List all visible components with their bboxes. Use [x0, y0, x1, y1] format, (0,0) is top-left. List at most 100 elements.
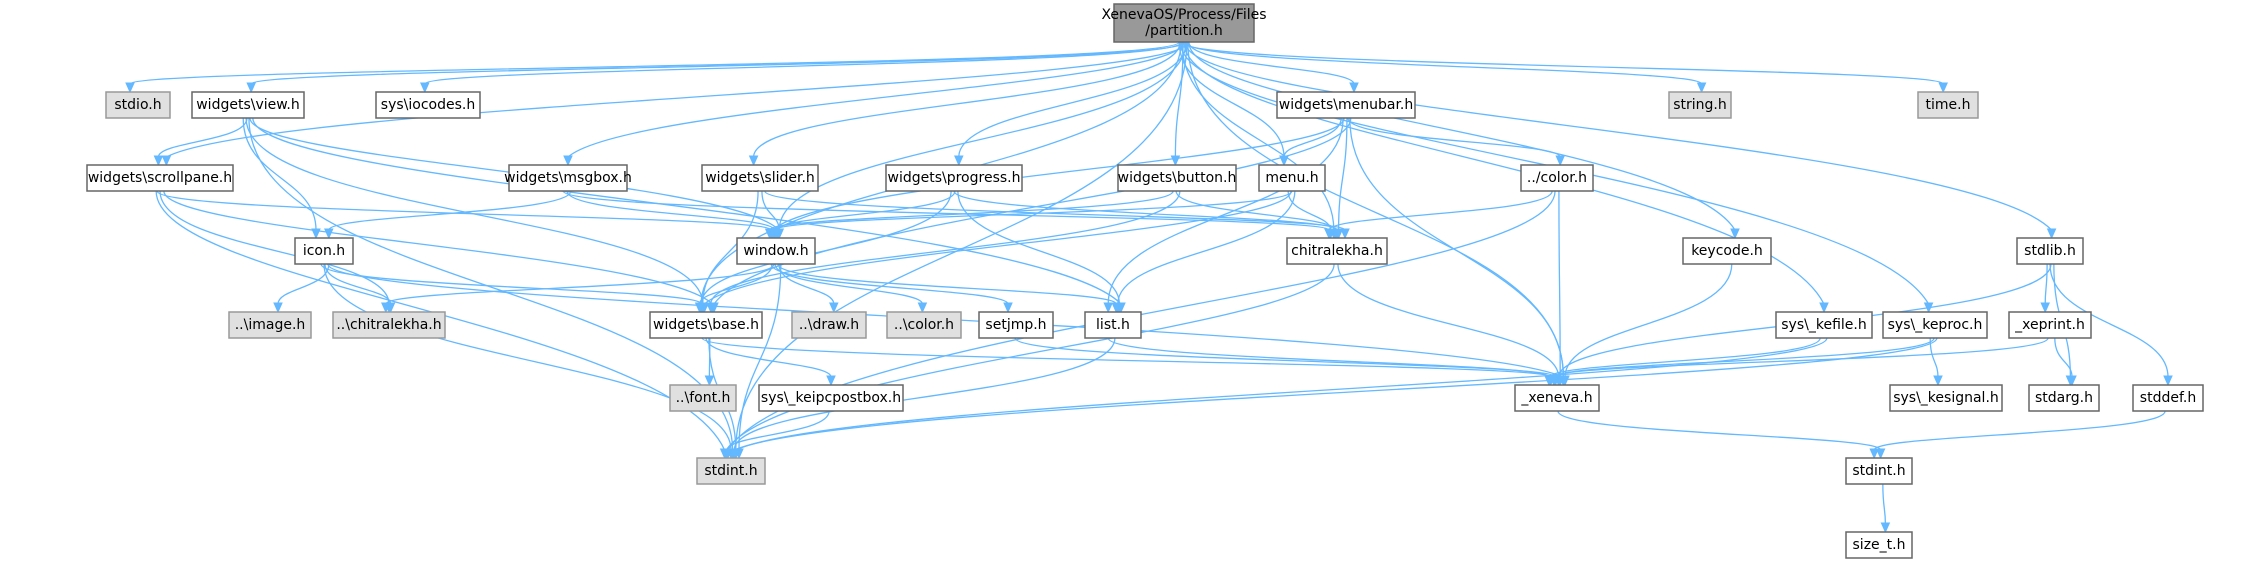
node-iocodes[interactable]: sys\iocodes.h	[375, 91, 481, 119]
node-label: ../color.h	[1527, 170, 1587, 186]
node-progress[interactable]: widgets\progress.h	[885, 164, 1023, 192]
edge-icon-to-base	[320, 263, 706, 314]
node-menubar[interactable]: widgets\menubar.h	[1276, 91, 1416, 119]
node-slider[interactable]: widgets\slider.h	[701, 164, 819, 192]
arrowhead-icon	[1933, 375, 1943, 387]
node-scrollpane[interactable]: widgets\scrollpane.h	[86, 164, 234, 192]
edge-xeprint-to-xeneva	[1549, 337, 2049, 387]
node-box	[669, 384, 737, 412]
node-label: sys\_keproc.h	[1888, 317, 1983, 333]
node-label: chitralekha.h	[1291, 243, 1383, 259]
node-keproc[interactable]: sys\_keproc.h	[1882, 311, 1988, 339]
edge-line	[752, 41, 1181, 158]
node-label: setjmp.h	[985, 317, 1046, 333]
node-chitralekha[interactable]: chitralekha.h	[1286, 237, 1388, 265]
edge-keproc-to-stdint_ext	[729, 337, 1938, 460]
edge-line	[159, 190, 390, 305]
edge-line	[163, 190, 713, 305]
arrowhead-icon	[1103, 302, 1113, 314]
arrowhead-icon	[1279, 155, 1289, 167]
node-box	[294, 237, 354, 265]
node-box	[736, 237, 816, 265]
node-keipcpostbox[interactable]: sys\_keipcpostbox.h	[758, 384, 904, 412]
edge-line	[777, 263, 1117, 305]
node-menu[interactable]: menu.h	[1258, 164, 1326, 192]
edge-setjmp-to-xeneva	[1014, 337, 1561, 387]
node-icon[interactable]: icon.h	[294, 237, 354, 265]
node-button[interactable]: widgets\button.h	[1117, 164, 1237, 192]
edge-line	[770, 263, 1009, 305]
node-color2[interactable]: ../color.h	[1520, 164, 1594, 192]
edge-line	[156, 190, 772, 231]
node-stddef[interactable]: stddef.h	[2132, 384, 2204, 412]
node-keycode[interactable]: keycode.h	[1682, 237, 1772, 265]
arrowhead-icon	[2040, 302, 2050, 314]
arrowhead-icon	[1938, 82, 1948, 94]
node-setjmp[interactable]: setjmp.h	[978, 311, 1054, 339]
edge-root-to-window	[774, 41, 1187, 240]
edge-line	[323, 263, 732, 451]
edge-line	[705, 337, 832, 378]
edge-root-to-scrollpane	[161, 41, 1189, 167]
edge-line	[1873, 410, 2166, 451]
node-label: stddef.h	[2140, 390, 2196, 406]
node-box	[886, 311, 962, 339]
node-stdlib[interactable]: stdlib.h	[2016, 237, 2084, 265]
edge-stdint-to-size_t	[1880, 483, 1891, 534]
node-box	[1117, 164, 1237, 192]
edge-base-to-font	[704, 337, 715, 387]
node-box	[1084, 311, 1142, 339]
edge-line	[1328, 190, 1553, 231]
node-msgbox[interactable]: widgets\msgbox.h	[504, 164, 632, 192]
node-xeneva[interactable]: _xeneva.h	[1514, 384, 1600, 412]
edge-line	[1107, 117, 1344, 305]
edge-xeneva-to-stdint	[1557, 410, 1886, 460]
node-size-t[interactable]: size_t.h	[1845, 531, 1913, 559]
edge-line	[157, 117, 248, 158]
node-list[interactable]: list.h	[1084, 311, 1142, 339]
node-label: widgets\slider.h	[705, 170, 815, 186]
edge-line	[1287, 190, 1332, 231]
arrowhead-icon	[1170, 155, 1181, 167]
node-xeprint[interactable]: _xeprint.h	[2008, 311, 2092, 339]
arrowhead-icon	[273, 302, 283, 314]
edge-line	[250, 41, 1187, 85]
edge-line	[324, 263, 392, 305]
node-base[interactable]: widgets\base.h	[649, 311, 763, 339]
edge-line	[1549, 337, 1821, 378]
node-kesignal[interactable]: sys\_kesignal.h	[1889, 384, 2003, 412]
edge-root-to-stdio	[125, 41, 1180, 94]
node-label: widgets\scrollpane.h	[88, 170, 232, 186]
arrowhead-icon	[1560, 375, 1570, 387]
edge-window-to-draw	[778, 263, 839, 314]
node-stdarg[interactable]: stdarg.h	[2028, 384, 2100, 412]
arrowhead-icon	[1555, 155, 1565, 167]
edge-keproc-to-xeneva	[1550, 337, 1935, 387]
edge-icon-to-image	[273, 263, 330, 314]
node-box	[978, 311, 1054, 339]
node-stdint[interactable]: stdint.h	[1845, 457, 1913, 485]
edge-line	[1337, 117, 1348, 231]
arrowhead-icon	[748, 155, 759, 167]
edge-root-to-keycode	[1188, 41, 1740, 240]
edge-line	[1347, 117, 1561, 158]
arrowhead-icon	[2067, 375, 2077, 387]
arrowhead-icon	[2046, 228, 2057, 240]
arrowhead-icon	[153, 155, 164, 167]
node-box	[2016, 237, 2084, 265]
node-label: list.h	[1096, 317, 1130, 333]
node-box	[105, 91, 171, 119]
node-stdint-ext: stdint.h	[696, 457, 766, 485]
edge-root-to-iocodes	[420, 41, 1183, 94]
node-view[interactable]: widgets\view.h	[191, 91, 305, 119]
node-window[interactable]: window.h	[736, 237, 816, 265]
edge-keycode-to-xeneva	[1560, 263, 1733, 387]
edge-base-to-keipcpostbox	[705, 337, 836, 387]
arrowhead-icon	[954, 155, 964, 167]
arrowhead-icon	[729, 448, 739, 460]
arrowhead-icon	[1549, 375, 1559, 387]
arrowhead-icon	[1869, 448, 1879, 460]
node-kefile[interactable]: sys\_kefile.h	[1775, 311, 1873, 339]
node-box	[1889, 384, 2003, 412]
edge-line	[735, 337, 1828, 451]
